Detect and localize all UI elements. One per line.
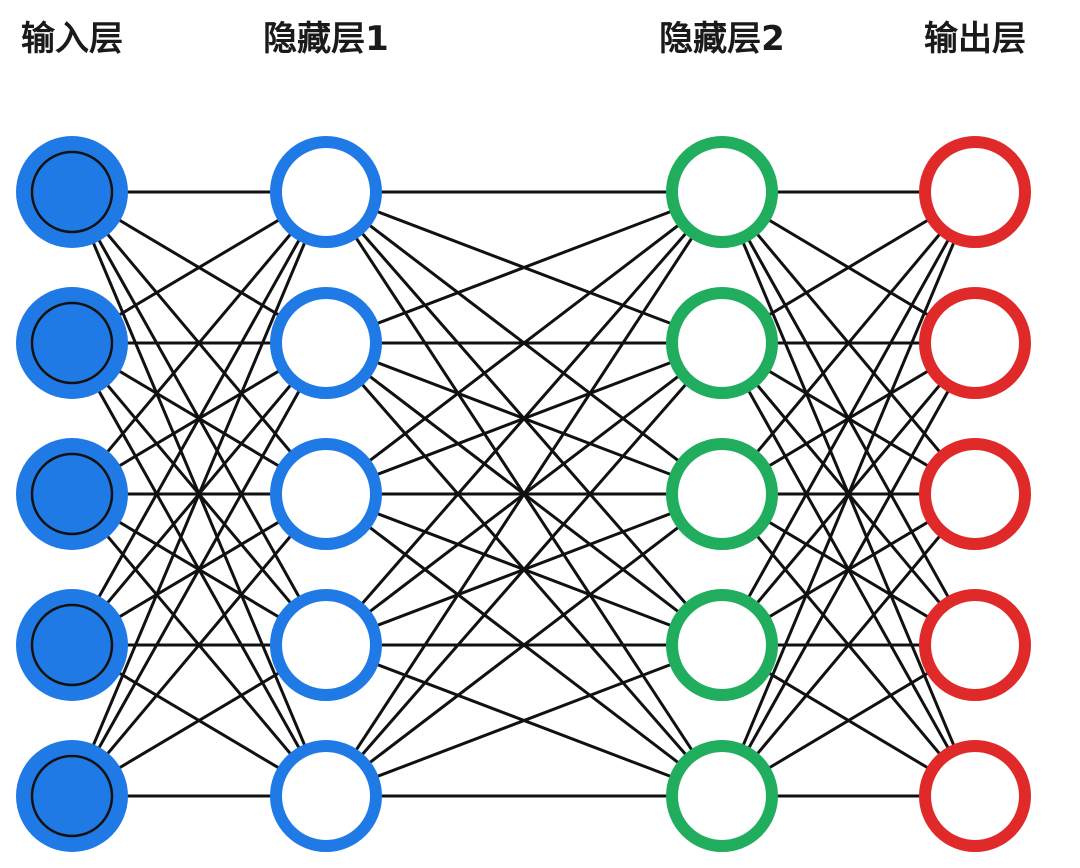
neuron-input-1 <box>16 136 128 248</box>
connection-hidden-1-3-to-hidden-2-1 <box>324 190 724 496</box>
neuron-input-5 <box>16 740 128 852</box>
neuron-input-2 <box>16 287 128 399</box>
neuron-hidden-2-5 <box>666 740 778 852</box>
layer-title-hidden-1: 隐藏层1 <box>263 19 389 59</box>
layer-title-input: 输入层 <box>21 19 123 59</box>
neuron-output-3 <box>919 438 1031 550</box>
layer-title-output: 输出层 <box>924 19 1026 59</box>
connection-input-5-to-hidden-1-2 <box>70 341 328 798</box>
connection-hidden-1-5-to-hidden-2-4 <box>324 643 724 798</box>
neuron-hidden-1-1 <box>270 136 382 248</box>
neuron-input-4 <box>16 589 128 701</box>
neuron-input-3 <box>16 438 128 550</box>
connection-input-4-to-hidden-1-1 <box>70 190 328 647</box>
neuron-output-1 <box>919 136 1031 248</box>
neuron-hidden-2-3 <box>666 438 778 550</box>
neuron-output-4 <box>919 589 1031 701</box>
connection-hidden-1-2-to-hidden-2-1 <box>324 190 724 345</box>
connection-hidden-1-5-to-hidden-2-3 <box>324 492 724 798</box>
connection-hidden-2-3-to-output-1 <box>720 190 977 496</box>
connection-hidden-1-5-to-hidden-2-2 <box>324 341 724 798</box>
neuron-hidden-2-1 <box>666 136 778 248</box>
neuron-hidden-2-4 <box>666 589 778 701</box>
connection-hidden-2-5-to-output-2 <box>720 341 977 798</box>
layer-title-hidden-2: 隐藏层2 <box>659 19 785 59</box>
neurons <box>16 136 1031 852</box>
neuron-output-2 <box>919 287 1031 399</box>
connection-hidden-2-5-to-output-3 <box>720 492 977 798</box>
neuron-hidden-1-3 <box>270 438 382 550</box>
neuron-hidden-1-5 <box>270 740 382 852</box>
neuron-output-5 <box>919 740 1031 852</box>
connection-hidden-2-5-to-output-1 <box>720 190 977 798</box>
connection-hidden-1-5-to-hidden-2-1 <box>324 190 724 798</box>
neuron-hidden-1-4 <box>270 589 382 701</box>
neuron-hidden-2-2 <box>666 287 778 399</box>
neuron-hidden-1-2 <box>270 287 382 399</box>
connection-hidden-1-4-to-hidden-2-1 <box>324 190 724 647</box>
connection-hidden-2-4-to-output-1 <box>720 190 977 647</box>
connection-input-5-to-hidden-1-1 <box>70 190 328 798</box>
connection-lines <box>70 190 977 798</box>
connection-input-3-to-hidden-1-1 <box>70 190 328 496</box>
connection-input-5-to-hidden-1-3 <box>70 492 328 798</box>
